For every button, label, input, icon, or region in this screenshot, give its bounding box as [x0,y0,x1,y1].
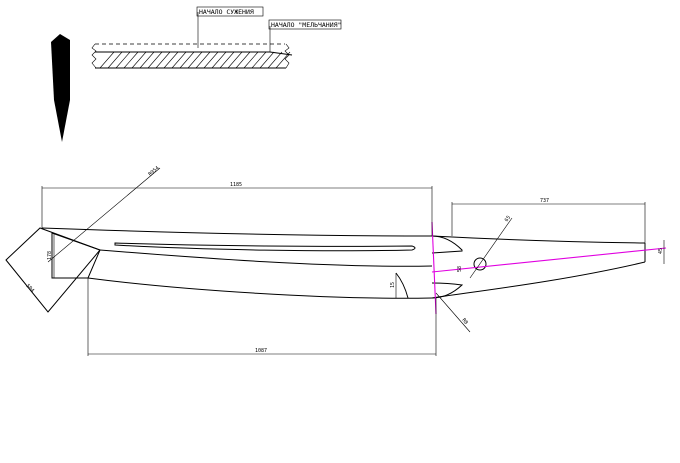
hatch-line [235,51,251,69]
edge-detail-view [91,6,342,69]
hatch-line [171,51,187,69]
dim-spine-height: 15 [390,282,396,288]
hatch-line [211,51,227,69]
hatch-line [155,51,171,69]
dim-lower-length: 1087 [255,348,267,354]
axis-lines [431,221,667,315]
blade-outline [41,227,646,299]
hatch-line [203,51,219,69]
hatch-line [139,51,155,69]
hatch-line [147,51,163,69]
label-start-fineness: НАЧАЛО "МЕЛЬЧАНИЯ" [271,21,341,29]
dim-guard-height: 178 [47,251,53,260]
label-start-narrowing: НАЧАЛО СУЖЕНИЯ [199,8,254,16]
hatch-line [131,51,147,69]
guard-diamond [5,167,665,356]
dim-tang-length: 737 [540,198,549,204]
hatch-line [163,51,179,69]
hatch-line [195,51,211,69]
hatch-line [259,51,275,69]
dim-hole-dia: 65 [504,215,512,223]
hatch-line [107,51,123,69]
hatch-line [243,51,259,69]
hatch-line [227,51,243,69]
hatch-line [267,51,283,69]
hatch-line [275,51,291,69]
dim-guard-side: 504 [25,283,36,294]
hatch-line [123,51,139,69]
dim-radius-small: R8 [460,317,468,325]
dim-diagonal: R954 [147,165,160,177]
hatch-line [251,51,267,69]
dim-overall-length: 1185 [230,182,242,188]
hatch-line [187,51,203,69]
blade-cross-section [51,34,70,142]
hatch-line [115,51,131,69]
hatch-line [179,51,195,69]
dim-guard-depth: 58 [457,266,463,272]
dim-tang-end-width: 45 [658,248,664,254]
hatch-line [219,51,235,69]
hatch-line [99,51,115,69]
